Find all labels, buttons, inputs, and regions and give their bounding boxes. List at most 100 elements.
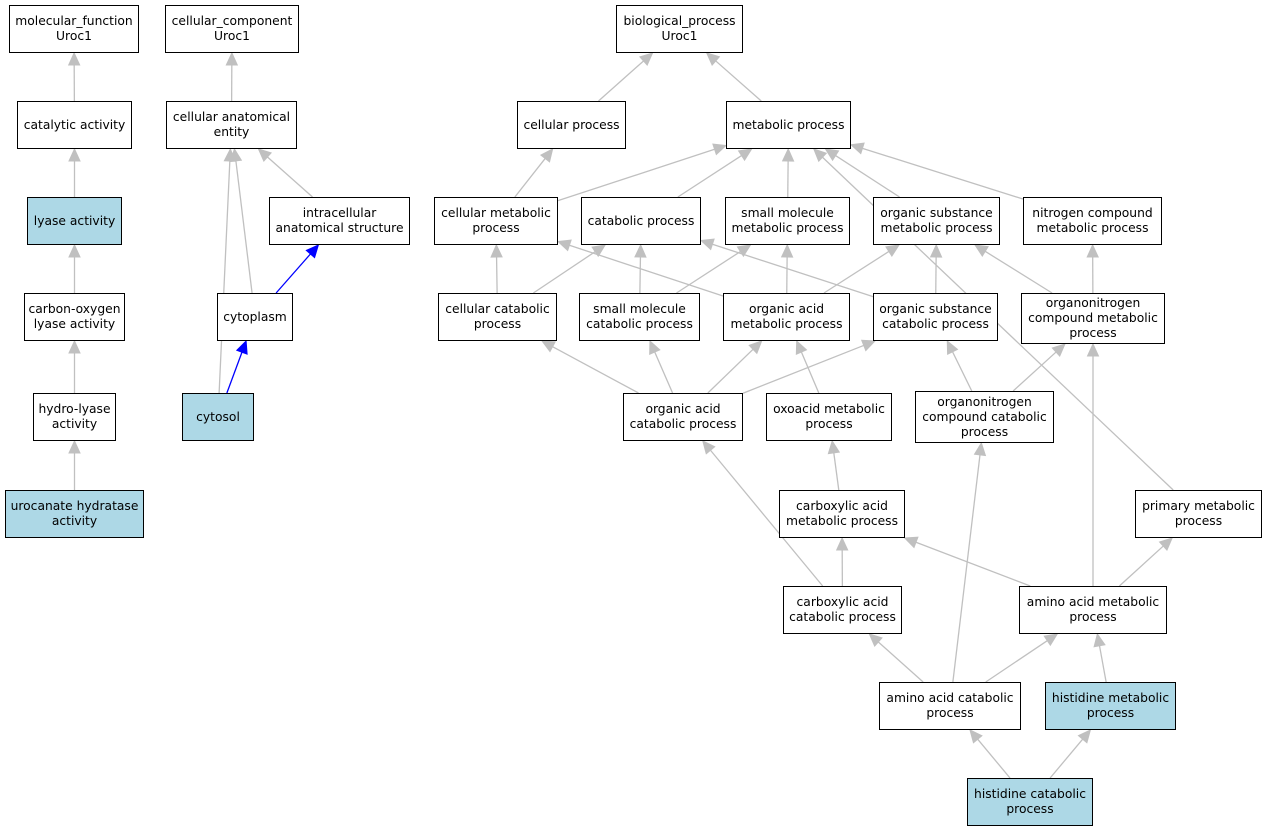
arrowhead-carboxylic_cat-to-carboxylic_met [835, 536, 849, 551]
node-lyase-activity[interactable]: lyase activity [27, 197, 122, 245]
node-cellular-anatomical-entity[interactable]: cellular anatomical entity [166, 101, 297, 149]
node-oxoacid-metabolic-process[interactable]: oxoacid metabolic process [766, 393, 892, 441]
arrowhead-amino_cat-to-amino_met [1043, 633, 1059, 647]
node-carboxylic-acid-catabolic-process[interactable]: carboxylic acid catabolic process [783, 586, 902, 634]
arrowhead-org_acid_met-to-org_subst_met [885, 244, 901, 258]
node-carbon-oxygen-lyase-activity[interactable]: carbon-oxygen lyase activity [24, 293, 125, 341]
node-primary-metabolic-process[interactable]: primary metabolic process [1135, 490, 1262, 538]
arrowhead-histidine_met-to-amino_met [1093, 632, 1106, 648]
node-cellular-metabolic-process[interactable]: cellular metabolic process [434, 197, 558, 245]
node-cellular-catabolic-process[interactable]: cellular catabolic process [438, 293, 557, 341]
edge-org_acid_cat-to-org_subst_cat [742, 344, 864, 394]
node-urocanate-hydratase-activity[interactable]: urocanate hydratase activity [5, 490, 144, 538]
node-organic-substance-metabolic-process[interactable]: organic substance metabolic process [873, 197, 1000, 245]
arrowhead-amino_met-to-carboxylic_met [903, 536, 919, 549]
edge-oxoacid_met-to-org_acid_met [800, 351, 820, 394]
node-organic-acid-metabolic-process[interactable]: organic acid metabolic process [723, 293, 850, 341]
node-catabolic-process[interactable]: catabolic process [581, 197, 701, 245]
node-biological-process-root[interactable]: biological_process Uroc1 [616, 5, 743, 53]
arrowhead-org_subst_cat-to-org_subst_met [929, 243, 943, 258]
node-carboxylic-acid-metabolic-process[interactable]: carboxylic acid metabolic process [779, 490, 905, 538]
edge-small_mol_cat-to-small_mol_met [676, 250, 741, 294]
edge-org_acid_met-to-org_subst_met [823, 250, 890, 294]
arrowhead-org_acid_cat-to-org_acid_met [748, 340, 763, 355]
node-histidine-catabolic-process[interactable]: histidine catabolic process [967, 778, 1093, 826]
edge-catabolic-to-metabolic_process [677, 155, 742, 198]
arrowhead-cell_catabolic-to-catabolic [591, 244, 607, 258]
edge-amino_met-to-carboxylic_met [915, 541, 1031, 587]
arrowhead-histidine_cat-to-amino_cat [969, 729, 983, 744]
arrowhead-organonitrogen_met-to-org_subst_met [974, 244, 989, 257]
arrowhead-histidine_cat-to-histidine_met [1077, 729, 1092, 744]
edge-org_acid_met-to-cell_metabolic [569, 244, 724, 297]
node-organic-acid-catabolic-process[interactable]: organic acid catabolic process [623, 393, 743, 441]
arrowhead-catalytic-to-mf_root [67, 51, 81, 66]
arrowhead-amino_cat-to-organonitrogen_cat [973, 441, 987, 457]
node-cytosol[interactable]: cytosol [182, 393, 254, 441]
node-amino-acid-metabolic-process[interactable]: amino acid metabolic process [1019, 586, 1167, 634]
node-nitrogen-compound-metabolic-process[interactable]: nitrogen compound metabolic process [1023, 197, 1162, 245]
edge-amino_cat-to-carboxylic_cat [877, 641, 924, 683]
node-intracellular-anatomical-structure[interactable]: intracellular anatomical structure [269, 197, 410, 245]
arrowhead-primary_met-to-metabolic_process [812, 148, 828, 163]
arrowhead-amino_met-to-organonitrogen_met [1086, 342, 1100, 357]
node-organonitrogen-compound-metabolic-process[interactable]: organonitrogen compound metabolic proces… [1021, 293, 1165, 344]
node-metabolic-process[interactable]: metabolic process [726, 101, 851, 149]
node-small-molecule-metabolic-process[interactable]: small molecule metabolic process [725, 197, 850, 245]
arrowhead-small_mol_cat-to-catabolic [634, 243, 647, 258]
edge-org_acid_cat-to-cell_catabolic [552, 346, 639, 394]
node-cellular-process[interactable]: cellular process [517, 101, 626, 149]
node-organic-substance-catabolic-process[interactable]: organic substance catabolic process [873, 293, 998, 341]
arrowhead-catabolic-to-metabolic_process [737, 148, 753, 162]
arrowhead-hydrolyase-to-co_lyase [68, 339, 81, 354]
edge-nitrogen_met-to-metabolic_process [862, 147, 1024, 200]
edge-organonitrogen_cat-to-organonitrogen_met [1012, 351, 1057, 392]
edge-org_subst_met-to-metabolic_process [835, 154, 900, 198]
arrowhead-organonitrogen_met-to-nitrogen_met [1086, 243, 1099, 258]
edge-organonitrogen_met-to-org_subst_met [984, 250, 1053, 294]
edge-cell_metabolic-to-cellular_process [514, 158, 546, 198]
node-small-molecule-catabolic-process[interactable]: small molecule catabolic process [579, 293, 700, 341]
edge-organonitrogen_cat-to-org_subst_cat [951, 351, 973, 392]
edge-cytosol-to-cytoplasm [226, 352, 243, 394]
arrowhead-org_acid_cat-to-small_mol_cat [649, 339, 661, 355]
edge-metabolic_process-to-bp_root [715, 60, 762, 102]
edge-cytosol-to-anat_entity [218, 160, 231, 394]
node-catalytic-activity[interactable]: catalytic activity [17, 101, 132, 149]
arrowhead-carboxylic_cat-to-org_acid_cat [702, 440, 716, 455]
arrowhead-lyase-to-catalytic [68, 147, 81, 162]
edge-carboxylic_met-to-oxoacid_met [833, 452, 840, 491]
node-molecular-function-root[interactable]: molecular_function Uroc1 [9, 5, 139, 53]
edge-cell_catabolic-to-catabolic [533, 251, 596, 294]
arrowhead-anat_entity-to-cc_root [225, 51, 239, 66]
node-organonitrogen-compound-catabolic-process[interactable]: organonitrogen compound catabolic proces… [915, 391, 1054, 443]
edge-cellular_process-to-bp_root [598, 60, 644, 102]
arrowhead-cell_metabolic-to-metabolic_process [712, 143, 728, 156]
node-amino-acid-catabolic-process[interactable]: amino acid catabolic process [879, 682, 1021, 730]
node-histidine-metabolic-process[interactable]: histidine metabolic process [1045, 682, 1176, 730]
node-cytoplasm[interactable]: cytoplasm [217, 293, 293, 341]
arrowhead-co_lyase-to-lyase [68, 243, 81, 258]
edge-org_subst_cat-to-catabolic [712, 243, 874, 298]
node-cellular-component-root[interactable]: cellular_component Uroc1 [165, 5, 299, 53]
arrowhead-cytoplasm-to-intracellular [305, 244, 320, 259]
edge-carboxylic_cat-to-org_acid_cat [709, 449, 824, 587]
edge-intracellular-to-anat_entity [267, 156, 313, 198]
arrowhead-small_mol_cat-to-small_mol_met [736, 244, 752, 258]
edge-cell_catabolic-to-cell_metabolic [495, 256, 498, 294]
arrowhead-org_acid_met-to-cell_metabolic [556, 239, 572, 252]
arrowhead-org_subst_cat-to-catabolic [699, 238, 715, 251]
arrowhead-org_acid_cat-to-cell_catabolic [540, 340, 557, 353]
arrowhead-cellular_process-to-bp_root [638, 52, 654, 66]
arrowhead-org_subst_met-to-metabolic_process [824, 148, 840, 162]
node-hydro-lyase-activity[interactable]: hydro-lyase activity [33, 393, 116, 441]
edge-org_acid_cat-to-org_acid_met [707, 348, 754, 394]
arrowhead-organonitrogen_cat-to-org_subst_cat [946, 339, 959, 355]
edge-histidine_cat-to-amino_cat [977, 738, 1011, 779]
edge-cytoplasm-to-intracellular [275, 253, 311, 294]
arrowhead-cell_metabolic-to-cellular_process [539, 148, 554, 163]
arrowhead-cell_catabolic-to-cell_metabolic [490, 243, 503, 258]
arrowhead-intracellular-to-anat_entity [257, 148, 273, 162]
edge-small_mol_cat-to-catabolic [639, 256, 642, 294]
